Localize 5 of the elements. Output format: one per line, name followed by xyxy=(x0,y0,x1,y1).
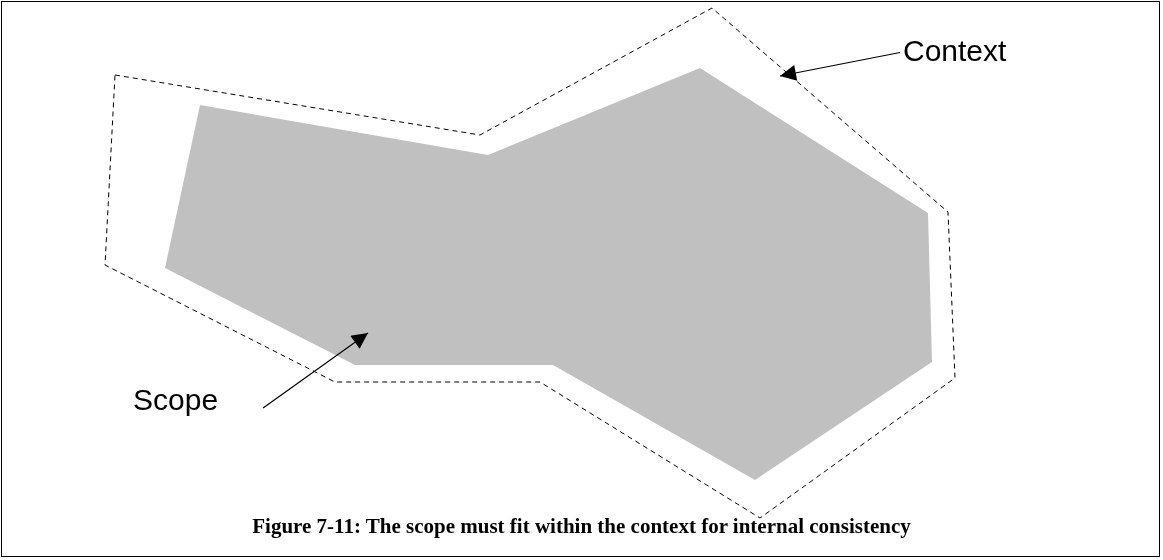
region-label: Scope xyxy=(133,385,219,415)
leader-arrow xyxy=(779,51,901,81)
figure-caption: Figure 7-11: The scope must fit within the context for internal consistency xyxy=(252,514,911,539)
region-label: Context xyxy=(903,36,1007,66)
leader-arrow xyxy=(262,332,369,409)
